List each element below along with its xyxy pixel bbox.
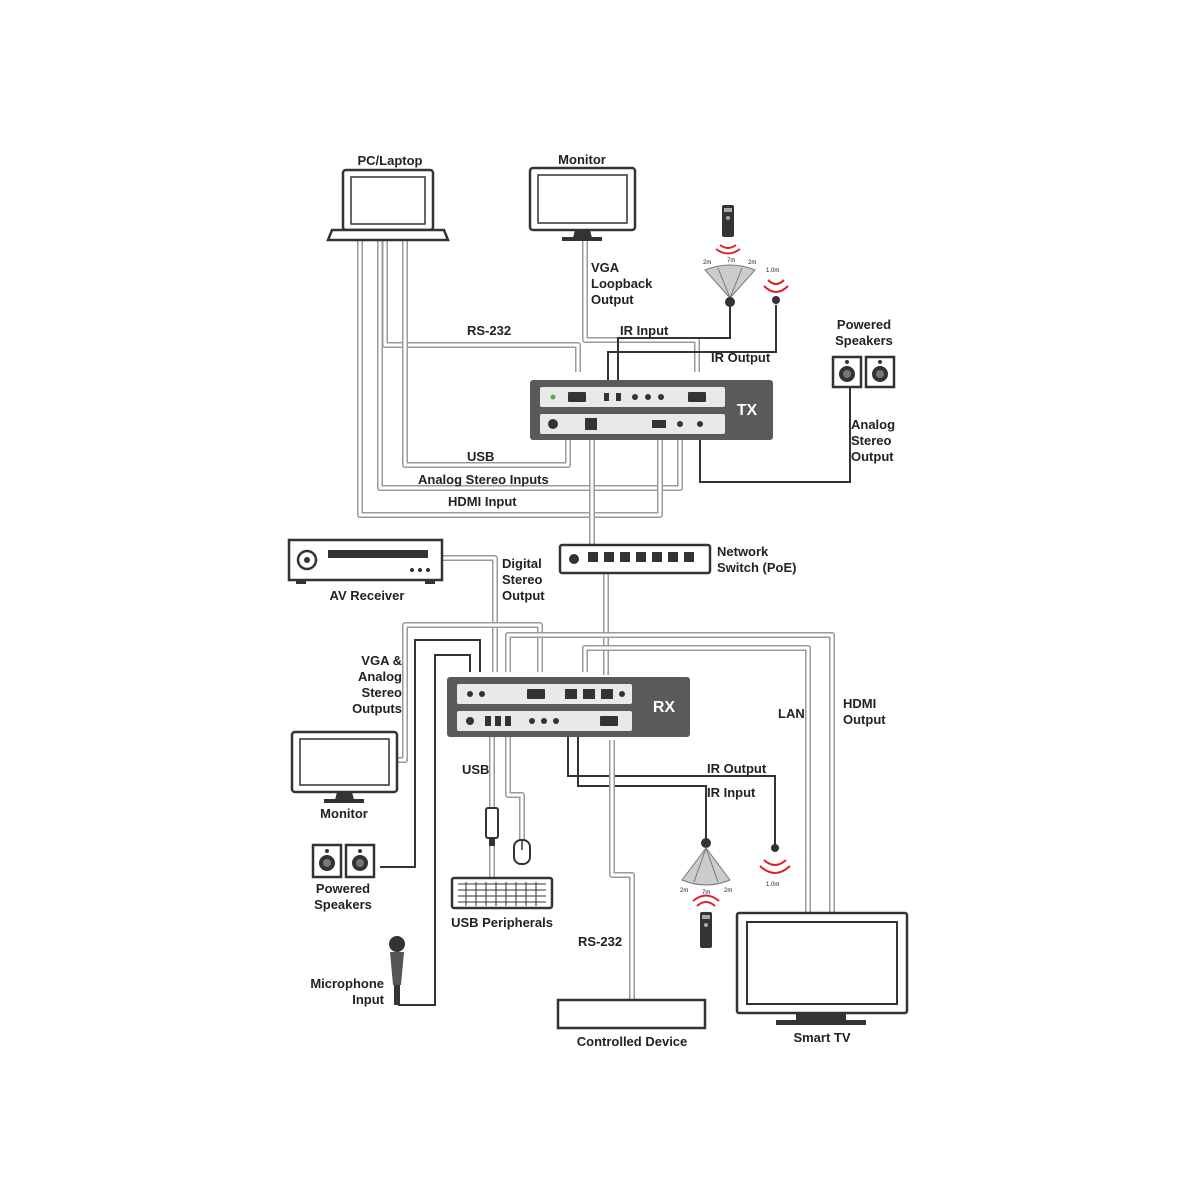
- controlled-device-label: Controlled Device: [577, 1034, 688, 1049]
- hdmi-output-label-2: Output: [843, 712, 886, 727]
- vga-analog-outputs-label-1: VGA &: [361, 653, 402, 668]
- ir-input-bottom-label: IR Input: [707, 785, 756, 800]
- vga-loopback-label-3: Output: [591, 292, 634, 307]
- digital-stereo-label-1: Digital: [502, 556, 542, 571]
- vga-analog-outputs-label-2: Analog: [358, 669, 402, 684]
- rx-label: RX: [653, 699, 676, 716]
- cable-rs232-top: [382, 238, 581, 372]
- powered-speakers-bottom-label-1: Powered: [316, 881, 370, 896]
- analog-stereo-inputs-label: Analog Stereo Inputs: [418, 472, 549, 487]
- usb-flash-drive-icon: [485, 807, 499, 846]
- ir-emitter-top-icon: 1.0m: [763, 268, 789, 304]
- remote-control-top-icon: [715, 205, 741, 255]
- powered-speakers-bottom-icon: [311, 843, 376, 879]
- svg-text:2m: 2m: [680, 888, 688, 894]
- hdmi-output-label-1: HDMI: [843, 696, 876, 711]
- controlled-device-icon: [556, 998, 707, 1030]
- av-receiver-label: AV Receiver: [330, 588, 405, 603]
- svg-text:2m: 2m: [748, 260, 756, 266]
- cable-speakers-bottom: [380, 639, 481, 868]
- rx-unit: [447, 677, 690, 737]
- powered-speakers-top-label-1: Powered: [837, 317, 891, 332]
- remote-control-bottom-icon: [692, 894, 720, 948]
- monitor-top-label: Monitor: [558, 152, 606, 167]
- rs232-top-label: RS-232: [467, 323, 511, 338]
- cable-analog-stereo-output: [699, 388, 851, 483]
- microphone-label-1: Microphone: [310, 976, 384, 991]
- usb-bottom-label: USB: [462, 762, 489, 777]
- lan-label: LAN: [778, 706, 805, 721]
- tx-unit: [530, 380, 773, 440]
- av-receiver-icon: [287, 538, 444, 584]
- cable-ir-output-bottom: [567, 735, 776, 845]
- cable-ir-input-bottom: [577, 735, 707, 840]
- powered-speakers-top-icon: [831, 355, 896, 389]
- pc-laptop-icon: [326, 168, 450, 242]
- hdmi-input-label: HDMI Input: [448, 494, 517, 509]
- svg-text:1.0m: 1.0m: [766, 268, 779, 274]
- ir-emitter-bottom-icon: 1.0m: [759, 844, 791, 888]
- svg-text:2m: 2m: [724, 888, 732, 894]
- analog-stereo-output-label-2: Stereo: [851, 433, 892, 448]
- vga-loopback-label-1: VGA: [591, 260, 620, 275]
- powered-speakers-bottom-label-2: Speakers: [314, 897, 372, 912]
- microphone-icon: [389, 936, 405, 1005]
- mouse-icon: [513, 839, 531, 865]
- monitor-top-icon: [528, 166, 637, 241]
- digital-stereo-label-2: Stereo: [502, 572, 543, 587]
- vga-loopback-label-2: Loopback: [591, 276, 653, 291]
- smart-tv-label: Smart TV: [793, 1030, 850, 1045]
- tx-label: TX: [737, 402, 758, 419]
- svg-text:7m: 7m: [702, 890, 710, 896]
- monitor-bottom-label: Monitor: [320, 806, 368, 821]
- ir-receiver-bottom-icon: 2m 7m 2m: [680, 838, 732, 896]
- svg-text:7m: 7m: [727, 258, 735, 264]
- cable-rs232-bottom: [609, 740, 635, 1000]
- ir-input-top-label: IR Input: [620, 323, 669, 338]
- usb-top-label: USB: [467, 449, 494, 464]
- usb-peripherals-label: USB Peripherals: [451, 915, 553, 930]
- connection-labels: VGA Loopback Output RS-232 IR Input IR O…: [352, 260, 895, 949]
- cable-ir-output-top: [607, 305, 777, 392]
- cable-microphone: [398, 654, 471, 1006]
- microphone-label-2: Input: [352, 992, 384, 1007]
- analog-stereo-output-label-1: Analog: [851, 417, 895, 432]
- ir-receiver-top-icon: 2m 7m 2m: [703, 258, 756, 307]
- vga-analog-outputs-label-4: Outputs: [352, 701, 402, 716]
- svg-text:2m: 2m: [703, 260, 711, 266]
- cables: [357, 238, 851, 1006]
- ir-output-top-label: IR Output: [711, 350, 771, 365]
- monitor-bottom-icon: [290, 730, 399, 803]
- pc-laptop-label: PC/Laptop: [358, 153, 423, 168]
- digital-stereo-label-3: Output: [502, 588, 545, 603]
- cable-usb-mouse: [505, 732, 525, 840]
- ir-output-bottom-label: IR Output: [707, 761, 767, 776]
- cable-ir-input-top: [617, 305, 731, 392]
- network-switch-icon: [558, 543, 712, 575]
- keyboard-icon: [450, 876, 554, 910]
- analog-stereo-output-label-3: Output: [851, 449, 894, 464]
- network-switch-label-2: Switch (PoE): [717, 560, 796, 575]
- svg-text:1.0m: 1.0m: [766, 882, 779, 888]
- smart-tv-icon: [735, 911, 909, 1025]
- rs232-bottom-label: RS-232: [578, 934, 622, 949]
- network-switch-label-1: Network: [717, 544, 769, 559]
- powered-speakers-top-label-2: Speakers: [835, 333, 893, 348]
- vga-analog-outputs-label-3: Stereo: [362, 685, 403, 700]
